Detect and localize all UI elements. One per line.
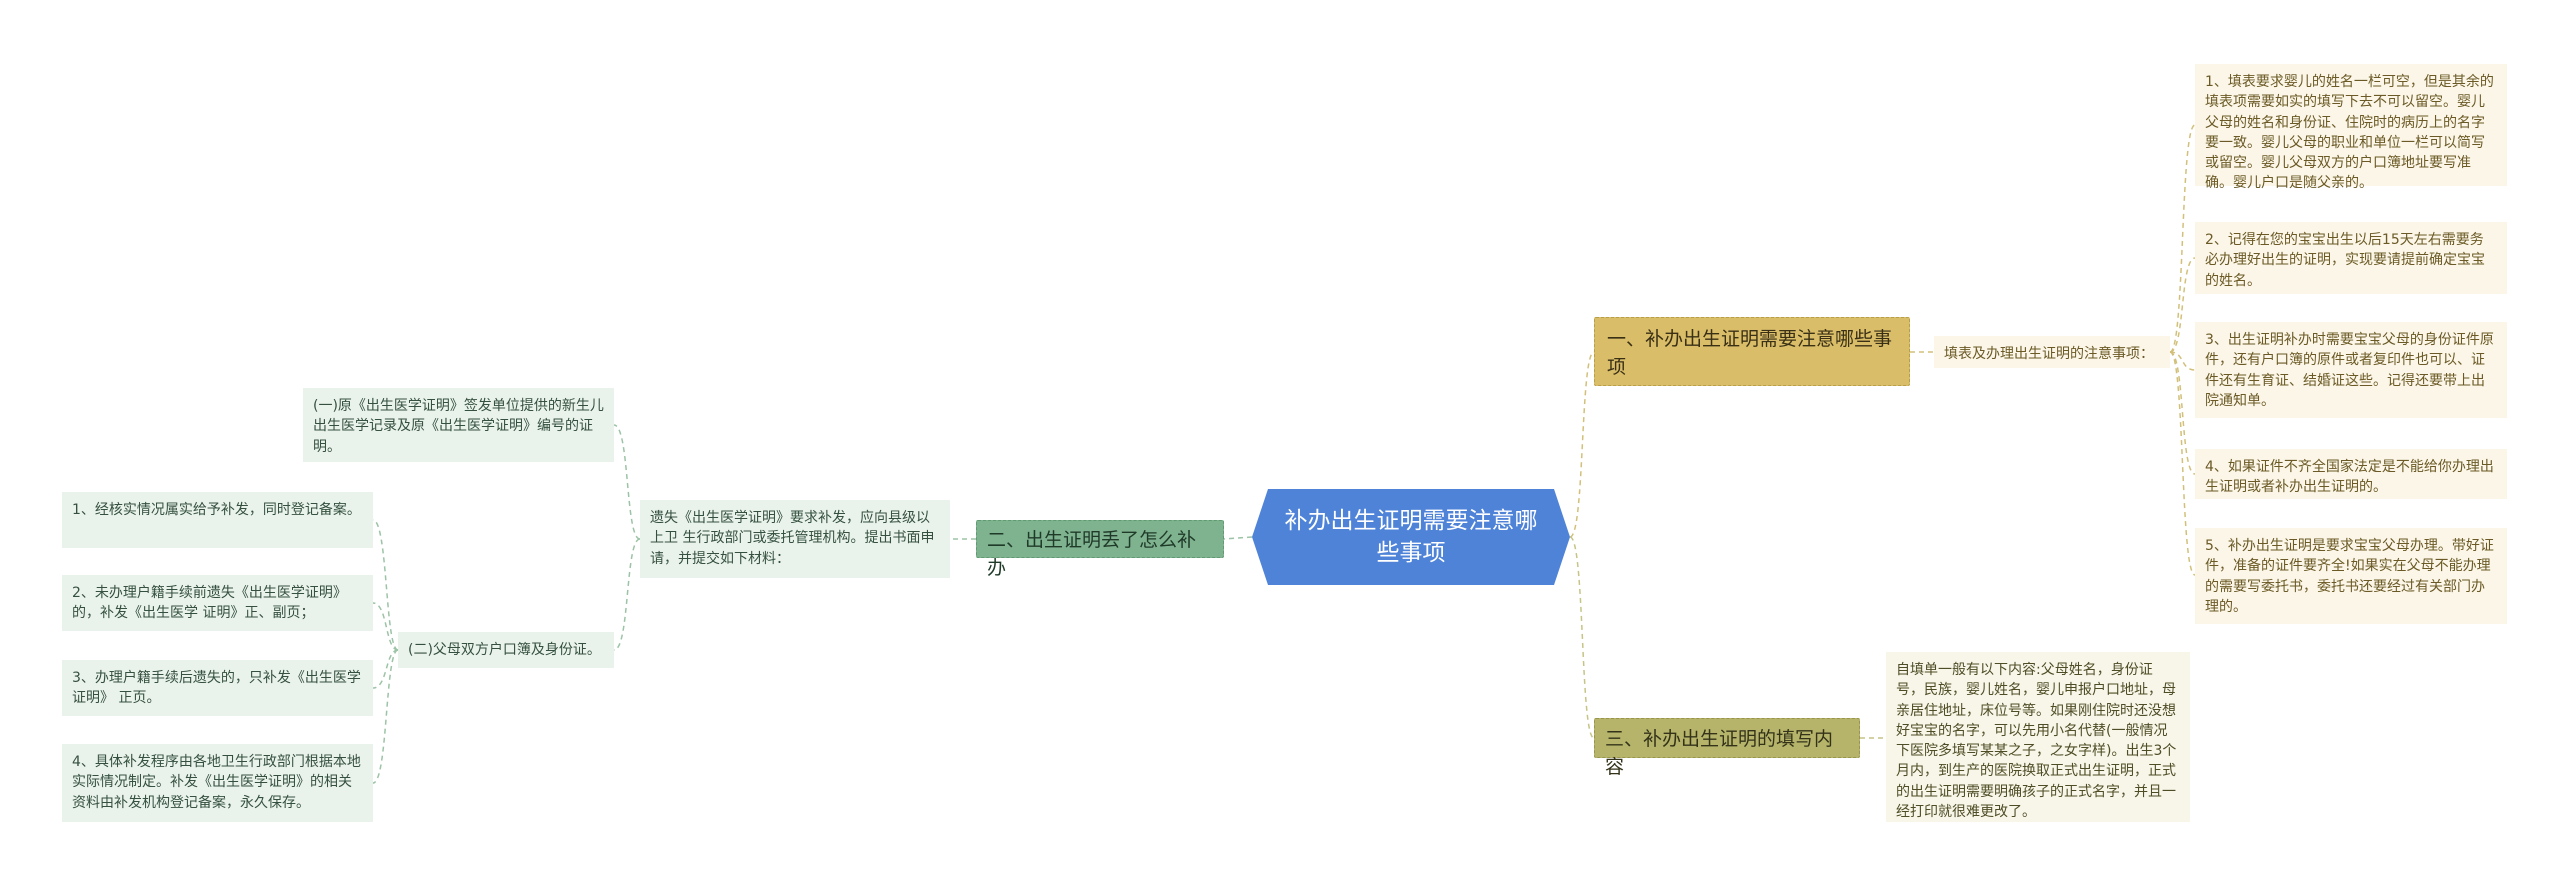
connector-sub2-item2 xyxy=(613,538,641,651)
branch-fill-content[interactable]: 三、补办出生证明的填写内容 xyxy=(1594,718,1860,778)
reissue-item-2[interactable]: (二)父母双方户口簿及身份证。 xyxy=(398,632,614,668)
connector-item2-c4 xyxy=(372,649,399,784)
reissue-child-4[interactable]: 4、具体补发程序由各地卫生行政部门根据本地实际情况制定。补发《出生医学证明》的相… xyxy=(62,744,373,822)
connector-sub2-item1 xyxy=(613,424,641,540)
connector-root-b3 xyxy=(1569,536,1595,739)
reissue-sub[interactable]: 遗失《出生医学证明》要求补发，应向县级以上卫 生行政部门或委托管理机构。提出书面… xyxy=(640,500,950,578)
connector-item2-c1 xyxy=(372,519,399,651)
connector-item2-c2 xyxy=(372,602,399,651)
reissue-child-3[interactable]: 3、办理户籍手续后遗失的，只补发《出生医学证明》 正页。 xyxy=(62,660,373,716)
connector-item2-c3 xyxy=(372,649,399,689)
notes-item-3[interactable]: 3、出生证明补办时需要宝宝父母的身份证件原件，还有户口簿的原件或者复印件也可以、… xyxy=(2195,322,2507,418)
branch-notes-sub[interactable]: 填表及办理出生证明的注意事项： xyxy=(1934,336,2170,368)
reissue-child-1[interactable]: 1、经核实情况属实给予补发，同时登记备案。 xyxy=(62,492,373,548)
notes-item-4[interactable]: 4、如果证件不齐全国家法定是不能给你办理出生证明或者补办出生证明的。 xyxy=(2195,449,2507,499)
branch-notes[interactable]: 一、补办出生证明需要注意哪些事项 xyxy=(1594,317,1910,386)
connector-sub-item2 xyxy=(2169,257,2196,353)
connector-root-b2 xyxy=(1223,536,1253,540)
connector-sub-item3 xyxy=(2169,351,2196,371)
connector-sub-item1 xyxy=(2169,124,2196,353)
root-node[interactable]: 补办出生证明需要注意哪些事项 xyxy=(1252,489,1570,585)
reissue-item-1[interactable]: (一)原《出生医学证明》签发单位提供的新生儿出生医学记录及原《出生医学证明》编号… xyxy=(303,388,614,462)
notes-item-2[interactable]: 2、记得在您的宝宝出生以后15天左右需要务必办理好出生的证明，实现要请提前确定宝… xyxy=(2195,222,2507,294)
notes-item-1[interactable]: 1、填表要求婴儿的姓名一栏可空，但是其余的填表项需要如实的填写下去不可以留空。婴… xyxy=(2195,64,2507,191)
connector-sub-item5 xyxy=(2169,351,2196,576)
connector-root-b1 xyxy=(1569,351,1595,538)
notes-item-5[interactable]: 5、补办出生证明是要求宝宝父母办理。带好证件，准备的证件要齐全!如果实在父母不能… xyxy=(2195,528,2507,624)
branch-reissue[interactable]: 二、出生证明丢了怎么补办 xyxy=(976,520,1224,579)
reissue-child-2[interactable]: 2、未办理户籍手续前遗失《出生医学证明》的，补发《出生医学 证明》正、副页； xyxy=(62,575,373,631)
connector-sub-item4 xyxy=(2169,351,2196,475)
fill-content-item[interactable]: 自填单一般有以下内容:父母姓名，身份证号，民族，婴儿姓名，婴儿申报户口地址，母亲… xyxy=(1886,652,2190,822)
